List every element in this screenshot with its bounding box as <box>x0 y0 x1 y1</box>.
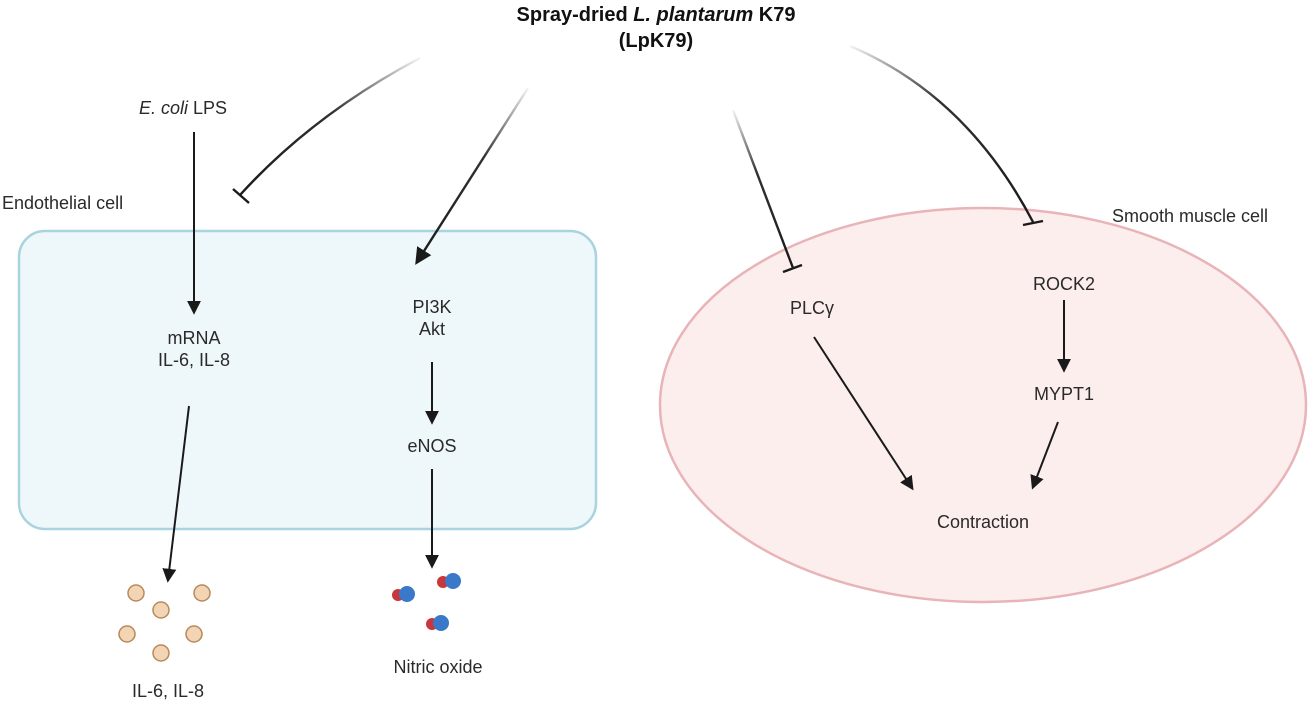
endothelial-cell-shape <box>17 229 598 531</box>
mrna-node: mRNA IL-6, IL-8 <box>124 327 264 371</box>
cytokine-particle <box>118 625 136 643</box>
title-species: L. plantarum <box>633 4 754 26</box>
pi3k-akt-node: PI3K Akt <box>382 296 482 340</box>
inhibit-plcg-bar <box>782 263 803 274</box>
no-molecule <box>392 586 415 602</box>
mrna-targets: IL-6, IL-8 <box>157 350 231 370</box>
activate-pi3k-arrow <box>415 87 530 265</box>
cytokine-particle <box>152 644 170 662</box>
mrna-to-cytokines-arrow <box>162 405 190 583</box>
cytokine-particle <box>193 584 211 602</box>
lps-species: E. coli <box>139 98 189 118</box>
mypt1-label: MYPT1 <box>1033 384 1094 404</box>
lpk79-title: Spray-dried L. plantarum K79 (LpK79) <box>356 2 956 54</box>
cytokine-particles <box>118 584 211 662</box>
lps-name: LPS <box>188 98 228 118</box>
inhibit-lps-line <box>239 56 421 196</box>
no-molecule <box>426 615 449 631</box>
smooth-muscle-cell-label: Smooth muscle cell <box>1112 206 1269 226</box>
inhibit-plcg-line <box>731 109 795 269</box>
cytokine-particle <box>185 625 203 643</box>
pi3k-label: PI3K <box>412 297 452 317</box>
nitric-oxide-molecules <box>392 573 461 631</box>
plcg-label: PLCγ <box>789 298 834 318</box>
lps-label: E. coli LPS <box>139 97 227 119</box>
title-abbrev: (LpK79) <box>618 30 694 52</box>
title-strain: K79 <box>753 4 796 26</box>
mypt1-to-contraction-arrow <box>1030 421 1059 490</box>
contraction-label: Contraction <box>936 512 1030 532</box>
mrna-label: mRNA <box>167 328 221 348</box>
smooth-muscle-cell-shape <box>658 206 1308 604</box>
cytokines-label: IL-6, IL-8 <box>131 681 205 701</box>
rock2-label: ROCK2 <box>1032 274 1095 294</box>
no-molecule <box>437 573 461 589</box>
title-prefix: Spray-dried <box>516 4 634 26</box>
inhibit-rock2-line <box>849 44 1035 223</box>
plcg-to-contraction-arrow <box>813 336 914 491</box>
cytokine-particle <box>127 584 145 602</box>
nitric-oxide-label: Nitric oxide <box>393 657 483 677</box>
akt-label: Akt <box>418 319 445 339</box>
inhibit-lps-bar <box>232 188 250 204</box>
enos-label: eNOS <box>407 436 457 456</box>
cytokine-particle <box>152 601 170 619</box>
inhibit-rock2-bar <box>1022 219 1044 227</box>
endothelial-cell-label: Endothelial cell <box>2 193 124 213</box>
